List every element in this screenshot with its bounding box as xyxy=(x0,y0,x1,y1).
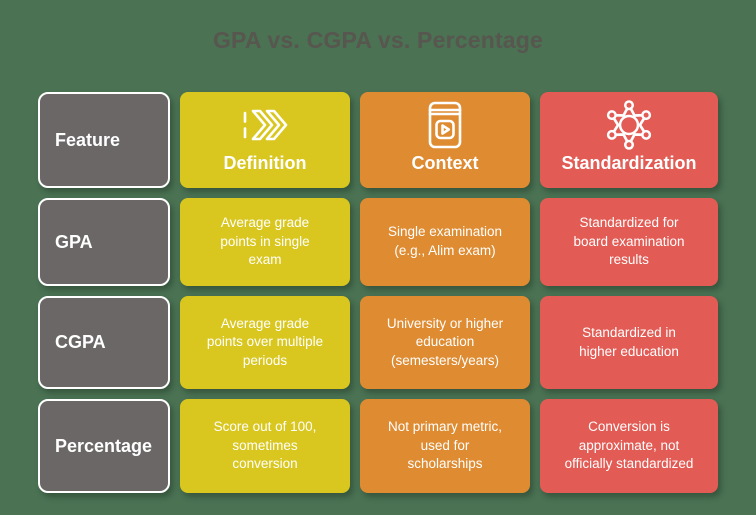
molecule-icon xyxy=(604,99,654,151)
page-title: GPA vs. CGPA vs. Percentage xyxy=(212,27,544,53)
cell-cgpa-context: University or higher education (semester… xyxy=(360,296,530,389)
row-label-text: Percentage xyxy=(55,435,153,456)
cell-gpa-context: Single examination (e.g., Alim exam) xyxy=(360,198,530,286)
row-label-percentage: Percentage xyxy=(38,399,170,493)
cell-cgpa-definition: Average grade points over multiple perio… xyxy=(180,296,350,389)
comparison-table: Feature Definition xyxy=(38,92,718,493)
cell-cgpa-standardization: Standardized in higher education xyxy=(540,296,718,389)
cell-percentage-definition: Score out of 100, sometimes conversion xyxy=(180,399,350,493)
column-header-label: Context xyxy=(411,152,479,173)
cell-percentage-standardization: Conversion is approximate, not officiall… xyxy=(540,399,718,493)
cell-gpa-definition: Average grade points in single exam xyxy=(180,198,350,286)
row-label-text: CGPA xyxy=(55,332,106,352)
column-header-label: Definition xyxy=(223,152,307,173)
column-header-label: Standardization xyxy=(561,152,697,173)
feature-header-cell: Feature xyxy=(38,92,170,188)
row-label-text: GPA xyxy=(55,231,93,252)
cell-gpa-standardization: Standardized for board examination resul… xyxy=(540,198,718,286)
column-header-context: Context xyxy=(360,92,530,188)
column-header-standardization: Standardization xyxy=(540,92,718,188)
fast-forward-icon xyxy=(241,99,289,151)
column-header-definition: Definition xyxy=(180,92,350,188)
row-label-gpa: GPA xyxy=(38,198,170,286)
cell-percentage-context: Not primary metric, used for scholarship… xyxy=(360,399,530,493)
feature-header-label: Feature xyxy=(55,129,121,150)
video-book-icon xyxy=(423,99,467,151)
row-label-cgpa: CGPA xyxy=(38,296,170,389)
